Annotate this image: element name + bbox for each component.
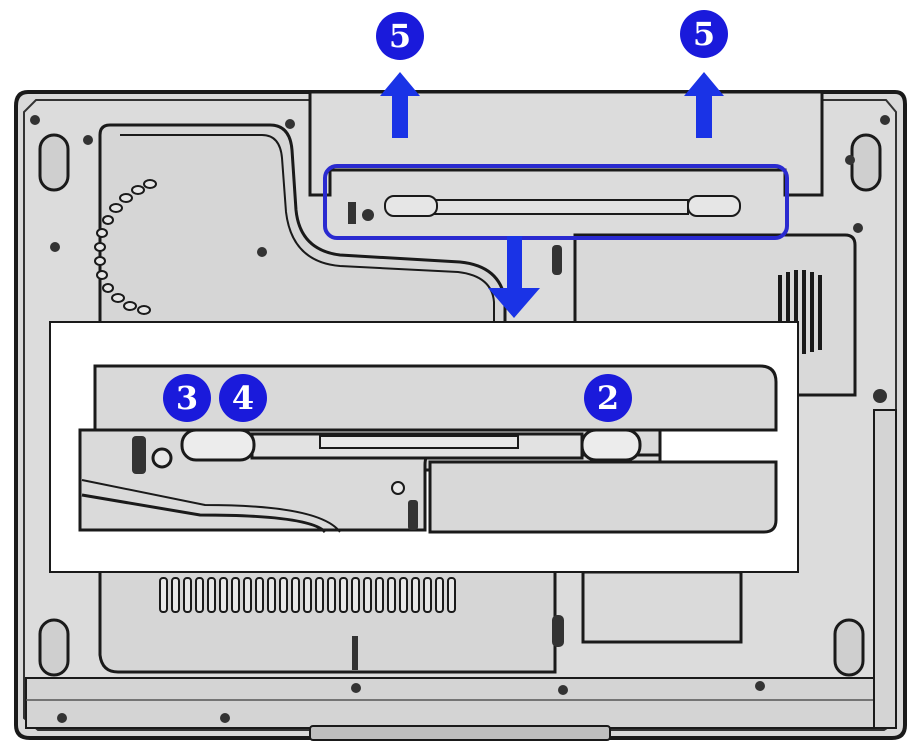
inset-screw-2: [391, 481, 405, 495]
lower-right-box: [581, 570, 743, 644]
lower-right-latch: [552, 615, 564, 647]
battery-latch-bar: [429, 199, 689, 215]
callout-3: 3: [163, 374, 211, 422]
front-lip: [25, 677, 893, 729]
arrow-down-center: [488, 236, 540, 318]
arrows: [380, 72, 724, 318]
right-side-latch: [552, 245, 562, 275]
latch-highlight-box: [323, 164, 789, 240]
rubber-foot-bl: [38, 618, 70, 677]
callouts: 5 5 3 4 2: [163, 10, 728, 422]
zoom-inset: [49, 321, 799, 573]
battery-screw-left: [362, 209, 374, 221]
battery-switch-left: [348, 202, 356, 224]
callout-3-label: 3: [176, 379, 198, 417]
lower-center-post: [352, 636, 358, 670]
inset-latch-groove: [319, 435, 519, 449]
inset-right-body: [428, 460, 778, 534]
callout-5-right-label: 5: [693, 15, 715, 53]
rubber-foot-br: [833, 618, 865, 677]
rubber-foot-tl: [38, 133, 70, 192]
inset-screw: [151, 447, 173, 469]
rubber-foot-tr: [850, 133, 882, 192]
inset-curve-2: [81, 479, 341, 533]
inset-curve: [81, 493, 327, 534]
callout-5-left: 5: [376, 12, 424, 60]
battery-lock-right: [687, 195, 741, 217]
callout-4-label: 4: [232, 379, 254, 417]
callout-5-left-label: 5: [389, 17, 411, 55]
battery-lock-left: [384, 195, 438, 217]
arrow-up-right: [684, 72, 724, 138]
inset-lock-left: [180, 428, 256, 462]
lower-vent-slots: [159, 577, 456, 613]
callout-5-right: 5: [680, 10, 728, 58]
fan-vent-holes: [94, 179, 157, 315]
arrow-up-left: [380, 72, 420, 138]
callout-2: 2: [584, 374, 632, 422]
callout-2-label: 2: [597, 379, 619, 417]
inset-switch: [132, 436, 146, 474]
callout-4: 4: [219, 374, 267, 422]
fan-cover-inner: [120, 134, 495, 340]
inset-lock-right: [580, 428, 642, 462]
inset-post: [408, 500, 418, 530]
fan-cover: [98, 123, 507, 342]
front-latch: [309, 725, 611, 741]
right-edge-panel: [873, 409, 897, 729]
